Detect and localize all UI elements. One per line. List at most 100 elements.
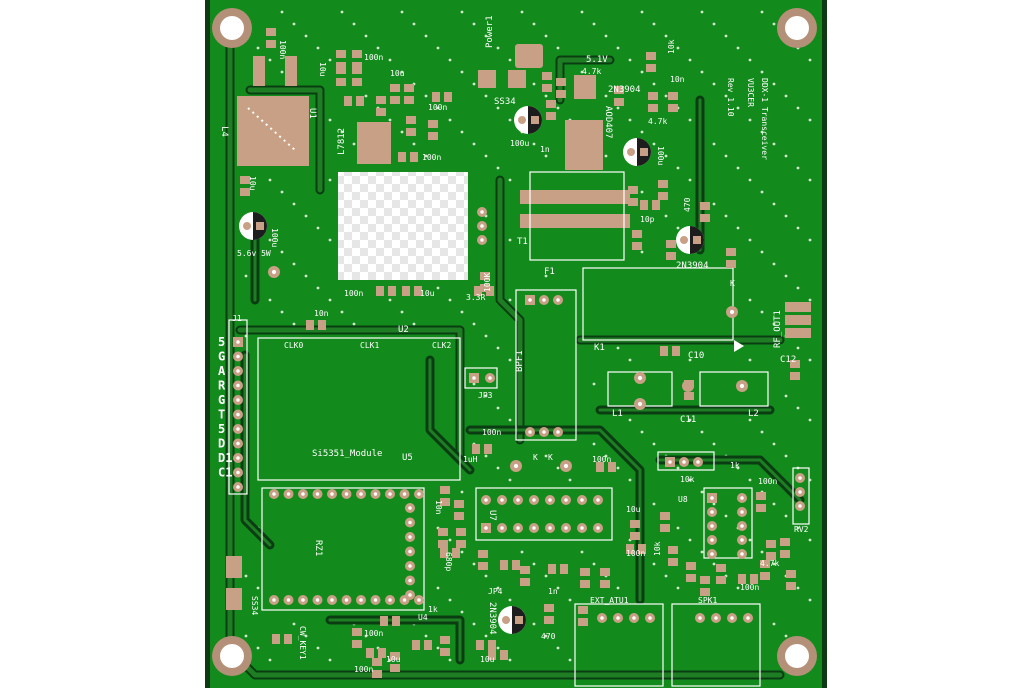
label-k-b: K — [548, 453, 553, 462]
label-ss34-top: SS34 — [494, 97, 516, 107]
label-u8: U8 — [678, 495, 688, 504]
label-10u-e: 10u — [626, 505, 641, 514]
j1-pin-label: A — [218, 364, 226, 378]
label-rz1: RZ1 — [313, 540, 323, 556]
label-u4: U4 — [418, 613, 428, 622]
label-100u-a: 100u — [270, 228, 279, 247]
j1-pin-label: C1 — [218, 466, 232, 480]
component-outlines — [228, 171, 810, 687]
label-1k-b: 1k — [428, 605, 438, 614]
label-clk1: CLK1 — [360, 341, 379, 350]
label-10u-g: 10u — [480, 655, 495, 664]
label-zener: 5.6v 5W — [237, 249, 271, 258]
label-jp3: JP3 — [478, 391, 493, 400]
j1-pin-label: 5 — [218, 335, 225, 349]
label-c11: C11 — [680, 415, 696, 425]
label-10u-a: 10u — [318, 62, 327, 77]
label-1k-a: 1k — [730, 461, 740, 470]
label-rf-out1: RF_OUT1 — [773, 310, 783, 348]
label-5v1: 5.1V — [586, 55, 608, 65]
label-10k-b: 10k — [680, 475, 695, 484]
label-10u-f: 10u — [386, 655, 401, 664]
label-100u-b: 100u — [510, 139, 529, 148]
label-j1: J1 — [232, 314, 242, 323]
label-10u-b: 10u — [390, 69, 405, 78]
label-100n-d: 100n — [422, 153, 441, 162]
label-10n-c: 10n — [434, 500, 443, 515]
label-jp4: JP4 — [488, 587, 503, 596]
label-k-c: K — [730, 279, 735, 288]
j1-pin-label: T — [218, 408, 225, 422]
label-470-b: 470 — [541, 632, 556, 641]
label-u1: U1 — [307, 108, 317, 119]
label-2n3904-c: 2N3904 — [487, 602, 497, 635]
label-33r: 3.3R — [466, 293, 485, 302]
label-spk1: SPK1 — [698, 596, 717, 605]
label-ext-atu1: EXT_ATU1 — [590, 596, 629, 605]
label-k1: K1 — [594, 343, 605, 353]
label-100n-l: 100n — [758, 477, 777, 486]
label-100n-f: 100n — [482, 428, 501, 437]
smd-pads — [240, 28, 800, 678]
label-100u-c: 100u — [656, 146, 665, 165]
label-10p: 10p — [640, 215, 655, 224]
mounting-holes — [212, 8, 817, 676]
rf-out-marker — [734, 340, 744, 352]
label-10k-c: 10k — [653, 541, 662, 556]
label-l7812: L7812 — [337, 128, 347, 155]
board-title-block: DDX-1 Transceiver VU3CER Rev 1.10 — [726, 78, 769, 160]
label-t1: T1 — [517, 237, 528, 247]
label-100n-e: 100n — [344, 289, 363, 298]
label-47k-c: 4.7k — [760, 559, 779, 568]
board-author: VU3CER — [746, 78, 755, 107]
j1-pin-label: G — [218, 350, 225, 364]
label-680p: 680p — [444, 552, 453, 571]
label-100n-k: 100n — [354, 665, 373, 674]
label-2n3904-b: 2N3904 — [676, 261, 709, 271]
module-cutout — [338, 172, 468, 280]
label-cw-key1: CW_KEY1 — [298, 626, 307, 660]
label-u5: U5 — [402, 453, 413, 463]
board-revision: Rev 1.10 — [726, 78, 735, 117]
label-rv2: RV2 — [794, 525, 809, 534]
label-u2: U2 — [398, 325, 409, 335]
label-1n-b: 1n — [548, 587, 558, 596]
label-clk0: CLK0 — [284, 341, 303, 350]
label-si5351: Si5351_Module — [312, 449, 382, 459]
copper-pads-large — [226, 44, 811, 610]
label-10n-b: 10n — [670, 75, 685, 84]
label-10k-a: 10k — [667, 39, 676, 54]
label-100n-a: 100n — [278, 40, 287, 59]
silkscreen: Power1 U1 L7812 SS34 AOD407 T1 F1 U2 BPF… — [219, 15, 809, 674]
label-u7: U7 — [487, 510, 497, 521]
j1-pin-label: D1 — [218, 451, 232, 465]
label-470-a: 470 — [683, 197, 692, 212]
label-47k-b: 4.7k — [648, 117, 667, 126]
label-l2: L2 — [748, 409, 759, 419]
label-1n-a: 1n — [540, 145, 550, 154]
board-title: DDX-1 Transceiver — [760, 78, 769, 160]
label-f1: F1 — [544, 267, 555, 277]
label-10u-d: 10u — [420, 289, 435, 298]
label-ss34-bottom: SS34 — [250, 596, 259, 615]
label-100n-b: 100n — [364, 53, 383, 62]
label-aod407: AOD407 — [603, 106, 613, 139]
label-clk2: CLK2 — [432, 341, 451, 350]
j1-pin-label: D — [218, 437, 225, 451]
label-2n3904-a: 2N3904 — [608, 85, 641, 95]
j1-pin-label: 5 — [218, 422, 225, 436]
label-100n-c: 100n — [428, 103, 447, 112]
label-c10: C10 — [688, 351, 704, 361]
label-k-a: K — [533, 453, 538, 462]
label-100n-j: 100n — [364, 629, 383, 638]
label-47k-a: 4.7k — [582, 67, 601, 76]
electrolytic-caps — [239, 106, 704, 634]
label-100n-g: 100n — [592, 455, 611, 464]
label-10u-c: 10u — [248, 176, 257, 191]
label-100n-h: 100n — [626, 549, 645, 558]
label-bpf1: BPF1 — [515, 350, 525, 372]
label-power1: Power1 — [485, 15, 495, 48]
j1-pin-label: R — [218, 379, 226, 393]
label-10n-a: 10n — [314, 309, 329, 318]
